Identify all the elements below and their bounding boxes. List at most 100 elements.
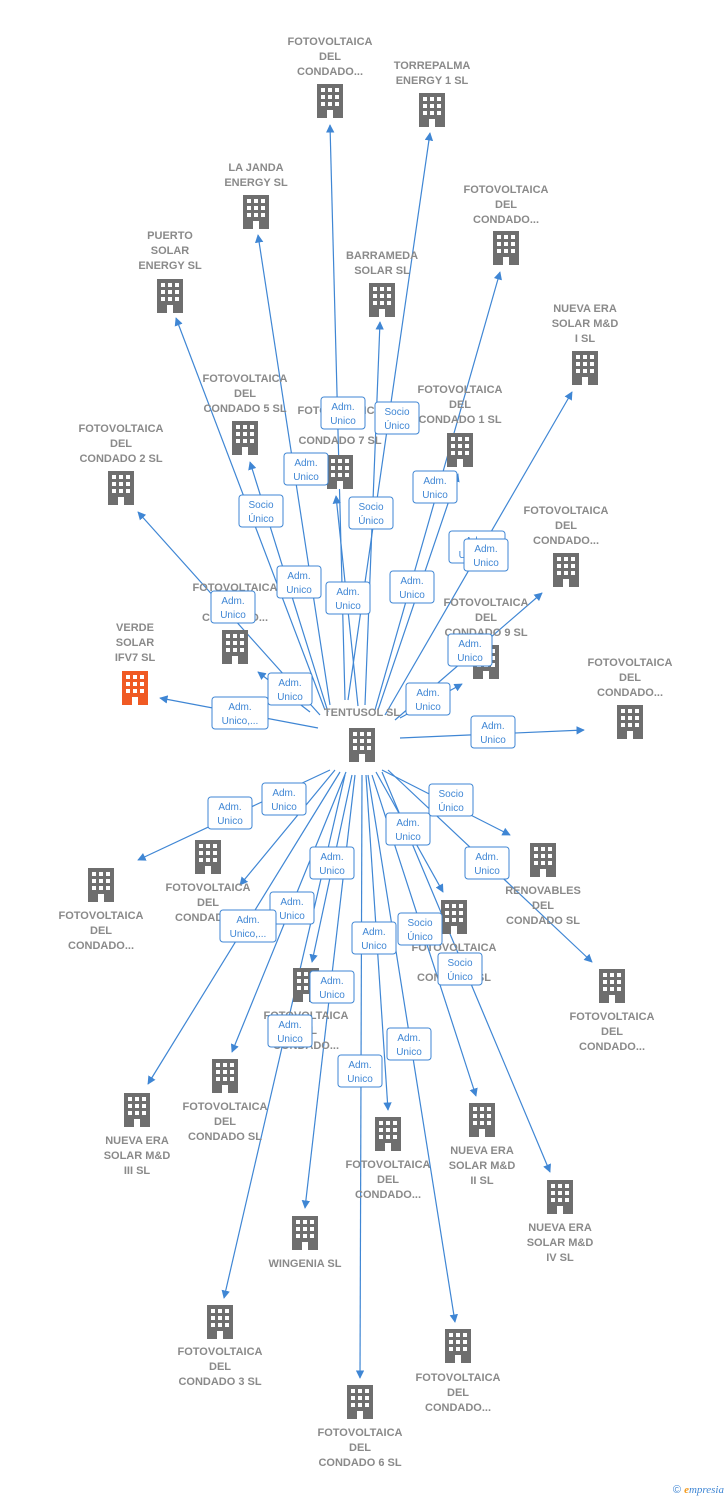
company-node-11[interactable]: FOTOVOLTAICADELCONDADO...: [524, 505, 609, 587]
badge-box: [389, 570, 435, 604]
company-node-3[interactable]: FOTOVOLTAICADELCONDADO...: [464, 184, 549, 265]
badge-text: Adm.: [348, 1060, 371, 1071]
company-label: CONDADO SL: [506, 915, 580, 927]
footer-brand[interactable]: © empresia: [673, 1484, 724, 1496]
relation-badge[interactable]: Adm.Unico: [470, 715, 516, 749]
building-icon: [88, 868, 114, 902]
relation-badge[interactable]: Adm.Unico: [412, 470, 458, 504]
company-node-15[interactable]: FOTOVOLTAICADELCONDADO...: [588, 657, 673, 739]
relation-badge[interactable]: Adm.Unico: [269, 891, 315, 925]
copyright-symbol: ©: [672, 1484, 681, 1496]
relation-badge[interactable]: Adm.Unico: [309, 846, 355, 880]
company-label: CONDADO...: [425, 1402, 491, 1414]
company-label: FOTOVOLTAICA: [524, 505, 609, 517]
badge-text: Adm.: [320, 852, 343, 863]
company-label: FOTOVOLTAICA: [346, 1159, 431, 1171]
company-label: FOTOVOLTAICA: [166, 882, 251, 894]
company-label: SOLAR: [151, 245, 190, 257]
company-label: SOLAR M&D: [104, 1150, 171, 1162]
company-label: SOLAR SL: [354, 265, 410, 277]
company-label: NUEVA ERA: [105, 1135, 169, 1147]
company-label: FOTOVOLTAICA: [588, 657, 673, 669]
relation-badge[interactable]: Adm.Unico: [210, 590, 256, 624]
relation-badge[interactable]: Adm.Unico: [261, 782, 307, 816]
badge-box: [276, 565, 322, 599]
relation-badge[interactable]: Adm.Unico: [207, 796, 253, 830]
company-label: FOTOVOLTAICA: [464, 184, 549, 196]
company-node-0[interactable]: FOTOVOLTAICADELCONDADO...: [288, 36, 373, 118]
badge-text: Socio: [407, 918, 432, 929]
badge-text: Único: [248, 512, 274, 525]
building-icon: [572, 351, 598, 385]
company-node-29[interactable]: FOTOVOLTAICADELCONDADO...: [416, 1329, 501, 1414]
company-node-24[interactable]: FOTOVOLTAICADELCONDADO...: [346, 1117, 431, 1201]
relation-badge[interactable]: Adm.Unico: [389, 570, 435, 604]
relation-badge[interactable]: Adm.Unico: [276, 565, 322, 599]
badge-box: [267, 1014, 313, 1048]
badge-box: [428, 783, 474, 817]
badge-text: Unico: [480, 735, 506, 746]
company-label: DEL: [349, 1442, 371, 1454]
company-label: II SL: [470, 1175, 494, 1187]
company-label: DEL: [619, 672, 641, 684]
building-icon: [599, 969, 625, 1003]
relation-badge[interactable]: Adm.Unico: [325, 581, 371, 615]
relation-badge[interactable]: Adm.Unico: [405, 682, 451, 716]
center-node[interactable]: TENTUSOL SL: [324, 707, 400, 762]
relation-badge[interactable]: Adm.Unico: [351, 921, 397, 955]
company-node-20[interactable]: FOTOVOLTAICADELCONDADO...: [570, 969, 655, 1053]
company-label: BARRAMEDA: [346, 250, 418, 262]
company-label: VERDE: [116, 622, 154, 634]
relation-badge[interactable]: Adm.Unico: [267, 1014, 313, 1048]
company-label: I SL: [575, 333, 595, 345]
badge-text: Unico: [277, 1034, 303, 1045]
badge-text: Adm.: [278, 678, 301, 689]
relation-badge[interactable]: Adm.Unico: [337, 1054, 383, 1088]
company-node-16[interactable]: FOTOVOLTAICADELCONDADO...: [59, 868, 144, 952]
relation-badge[interactable]: Adm.Unico: [447, 633, 493, 667]
company-label: FOTOVOLTAICA: [288, 36, 373, 48]
relation-badge[interactable]: Adm.Unico: [309, 970, 355, 1004]
relation-badge[interactable]: Adm.Unico: [386, 1027, 432, 1061]
building-icon: [207, 1305, 233, 1339]
relation-badge[interactable]: Adm.Unico,...: [219, 909, 277, 943]
relation-badge[interactable]: Adm.Unico,...: [211, 696, 269, 730]
relation-badge[interactable]: Adm.Unico: [283, 452, 329, 486]
relation-badge[interactable]: Adm.Unico: [320, 396, 366, 430]
relation-badge[interactable]: Adm.Unico: [463, 538, 509, 572]
badge-text: Adm.: [280, 897, 303, 908]
company-node-5[interactable]: BARRAMEDA SOLAR SL: [346, 250, 418, 317]
building-icon: [124, 1093, 150, 1127]
building-icon: [447, 433, 473, 467]
company-node-27[interactable]: WINGENIA SL: [269, 1216, 342, 1270]
building-icon: [419, 93, 445, 127]
relation-badge[interactable]: Adm.Unico: [464, 846, 510, 880]
badge-text: Socio: [358, 502, 383, 513]
badge-box: [309, 846, 355, 880]
relation-badge[interactable]: Adm.Unico: [267, 672, 313, 706]
badge-text: Unico: [415, 702, 441, 713]
badge-text: Unico: [474, 866, 500, 877]
relation-badge[interactable]: Adm.Unico: [385, 812, 431, 846]
